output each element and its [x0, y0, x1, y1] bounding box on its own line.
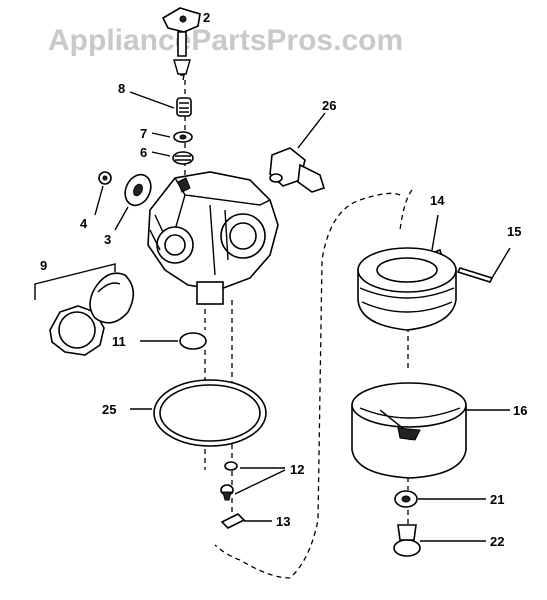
callout-6: 6	[140, 145, 147, 160]
part-11-plug	[140, 332, 207, 350]
part-3-gasket	[114, 173, 152, 231]
callout-13: 13	[276, 514, 290, 529]
callout-labels: 8 7 6 4 3 9 11 25 12 13 26 14 15 16 21 2…	[40, 10, 527, 549]
top-valve-part	[161, 7, 201, 81]
part-25-oring	[130, 379, 267, 447]
watermark: AppliancePartsPros.com	[48, 24, 403, 57]
callout-3: 3	[104, 232, 111, 247]
callout-16: 16	[513, 403, 527, 418]
callout-4: 4	[80, 216, 88, 231]
callout-11: 11	[112, 334, 126, 349]
callout-14: 14	[430, 193, 445, 208]
part-22-bolt	[393, 524, 486, 557]
part-7-washer	[151, 131, 193, 143]
part-15-pin	[456, 247, 511, 283]
callout-9: 9	[40, 258, 47, 273]
callout-12: 12	[290, 462, 304, 477]
callout-2: 2	[203, 10, 210, 25]
callout-26: 26	[322, 98, 336, 113]
part-12-group	[220, 461, 286, 501]
callout-22: 22	[490, 534, 504, 549]
part-13-pin	[220, 513, 272, 529]
callout-7: 7	[140, 126, 147, 141]
part-8-needle	[129, 91, 192, 117]
carburetor-body	[147, 171, 279, 305]
part-9-diaphragm	[34, 263, 135, 356]
part-6-washer	[151, 151, 194, 165]
part-4-screw	[94, 171, 112, 216]
part-16-bowl	[351, 382, 510, 479]
callout-21: 21	[490, 492, 504, 507]
part-26-fitting	[269, 112, 326, 193]
float-part	[357, 247, 457, 331]
callout-15: 15	[507, 224, 521, 239]
callout-8: 8	[118, 81, 125, 96]
callout-25: 25	[102, 402, 116, 417]
part-21-washer	[394, 490, 486, 508]
